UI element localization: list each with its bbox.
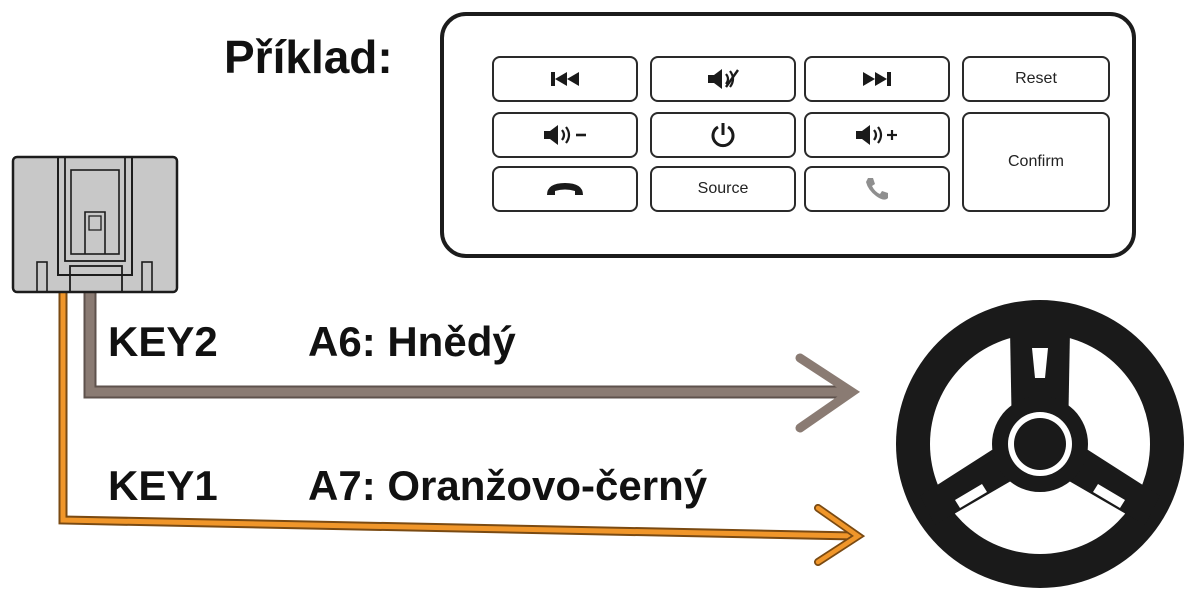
confirm-button[interactable]: Confirm	[962, 112, 1110, 212]
source-button[interactable]: Source	[650, 166, 796, 212]
power-button[interactable]	[650, 112, 796, 158]
wire-pin-label-a6: A6: Hnědý	[308, 318, 516, 365]
wire-pin-label-a7: A7: Oranžovo-černý	[308, 462, 708, 509]
hang-up-icon	[547, 183, 583, 195]
wire-key-label-key2: KEY2	[108, 318, 218, 365]
power-icon	[711, 123, 735, 148]
page-title: Příklad:	[224, 31, 393, 83]
hang-up-button[interactable]	[492, 166, 638, 212]
reset-button[interactable]: Reset	[962, 56, 1110, 102]
volume-up-icon	[856, 125, 897, 145]
steering-wheel-icon	[896, 300, 1184, 588]
wire-key1	[58, 290, 866, 566]
arrowhead-key1	[815, 505, 863, 565]
volume-down-button[interactable]	[492, 112, 638, 158]
wire-key2	[83, 290, 861, 433]
answer-call-button[interactable]	[804, 166, 950, 212]
prev-track-icon	[551, 72, 579, 86]
mute-icon	[708, 69, 739, 89]
connector	[11, 155, 179, 294]
volume-down-icon	[544, 125, 586, 145]
arrowhead-key2	[795, 353, 861, 433]
next-track-button[interactable]	[804, 56, 950, 102]
prev-track-button[interactable]	[492, 56, 638, 102]
mute-button[interactable]	[650, 56, 796, 102]
volume-up-button[interactable]	[804, 112, 950, 158]
next-track-icon	[863, 72, 891, 86]
control-panel: Reset Confirm Source	[440, 12, 1136, 258]
answer-call-icon	[866, 178, 888, 200]
wire-key-label-key1: KEY1	[108, 462, 218, 509]
